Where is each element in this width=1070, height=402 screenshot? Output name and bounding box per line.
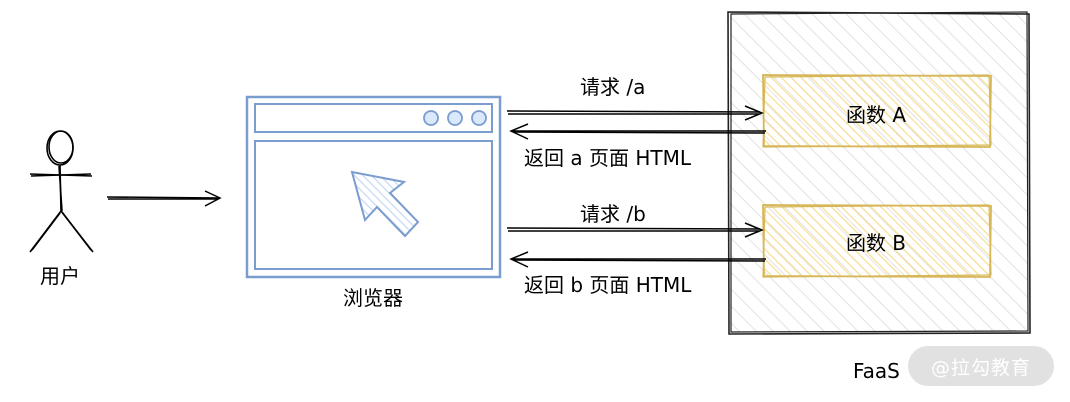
user-stick-figure-icon (29, 130, 94, 253)
request-b-arrow (506, 222, 764, 238)
function-a-label: 函数 A (846, 103, 906, 127)
response-a-arrow (509, 123, 766, 140)
request-b-label: 请求 /b (580, 202, 646, 226)
watermark-badge: @拉勾教育 (908, 346, 1054, 386)
function-b-box (762, 204, 992, 278)
function-b-label: 函数 B (846, 231, 906, 255)
window-dot-icon (423, 110, 439, 126)
request-a-arrow (506, 105, 764, 121)
window-dot-icon (471, 110, 487, 126)
browser-label: 浏览器 (343, 286, 403, 310)
faas-label: FaaS (853, 359, 900, 383)
response-b-arrow (509, 251, 766, 268)
user-to-browser-arrow (106, 190, 222, 207)
cursor-arrow-icon (350, 170, 420, 238)
request-a-label: 请求 /a (580, 75, 645, 99)
response-a-label: 返回 a 页面 HTML (524, 146, 692, 170)
function-a-box (762, 74, 992, 148)
faas-container (727, 11, 1031, 335)
window-dot-icon (447, 110, 463, 126)
user-label: 用户 (40, 264, 80, 288)
response-b-label: 返回 b 页面 HTML (524, 273, 692, 297)
